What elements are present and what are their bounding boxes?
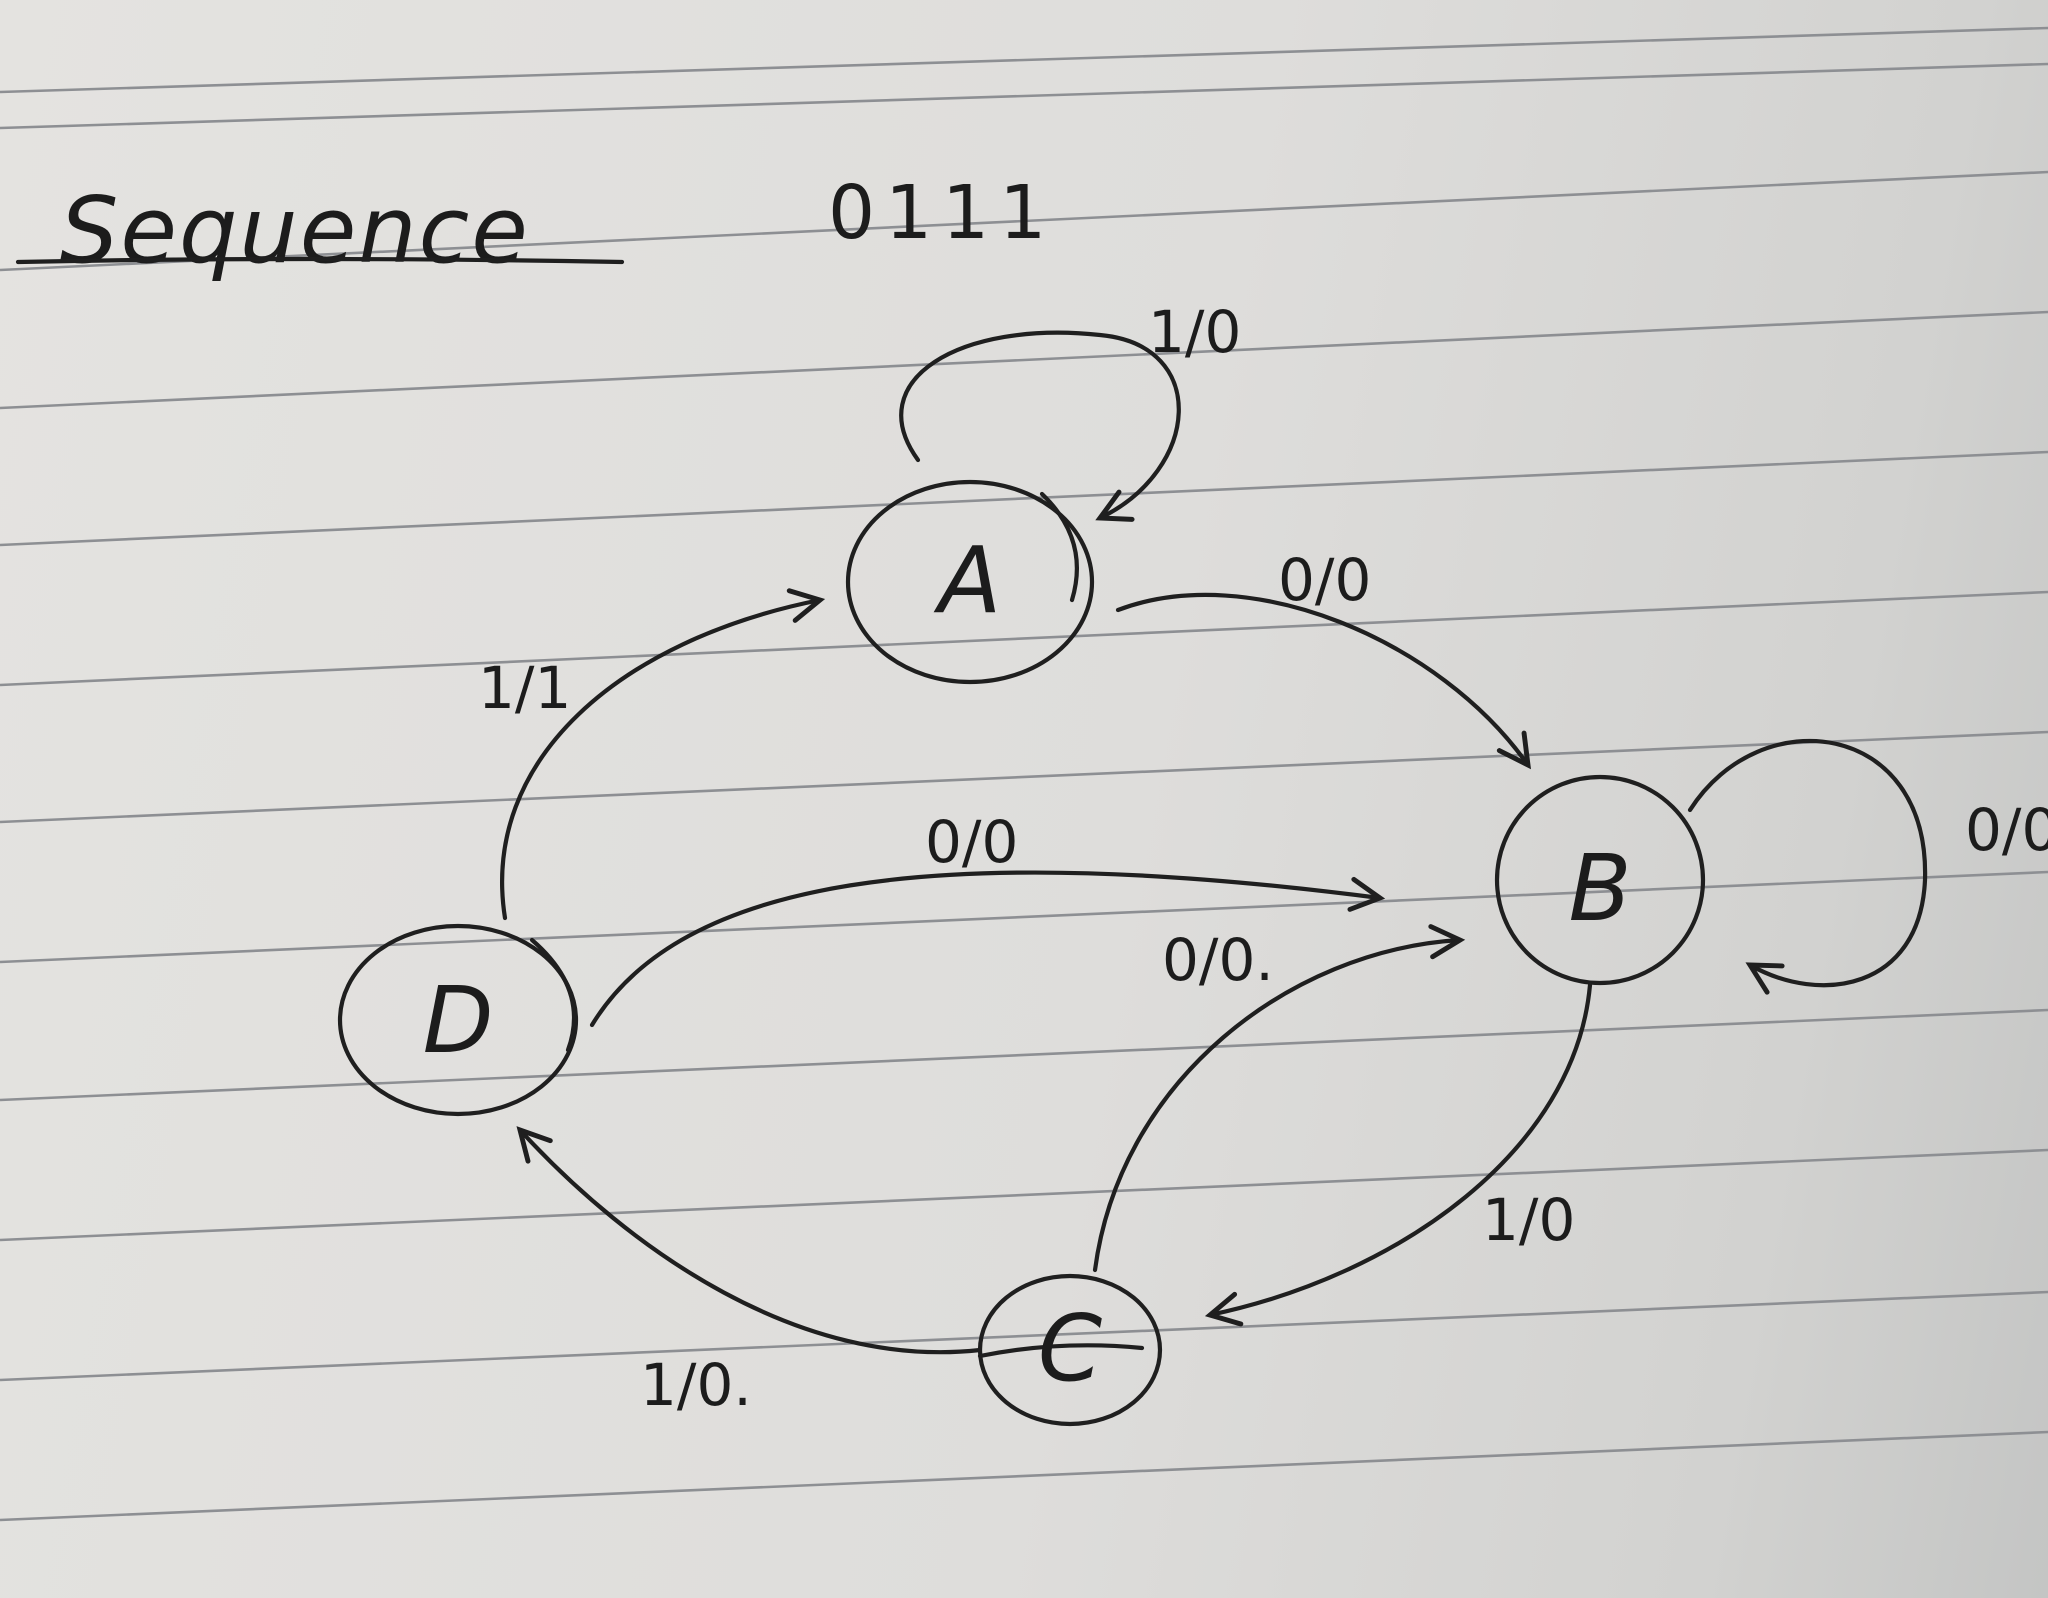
transition-d-b <box>589 870 1386 1028</box>
label-b-c: 1/0 <box>1482 1186 1575 1254</box>
label-c-d: 1/0. <box>640 1351 752 1419</box>
transition-c-b <box>1092 924 1466 1273</box>
label-b-b: 0/0 <box>1965 796 2048 864</box>
sequence-value: 0111 <box>828 170 1056 256</box>
transition-a-b <box>1115 592 1532 770</box>
state-b-label: B <box>1568 835 1631 942</box>
state-c: C <box>977 1273 1163 1427</box>
transition-d-a <box>500 588 826 921</box>
title-underline <box>15 256 625 265</box>
label-d-a: 1/1 <box>478 654 571 722</box>
label-a-b: 0/0 <box>1278 546 1371 614</box>
transition-a-a <box>899 330 1181 522</box>
state-a-label: A <box>934 527 1002 634</box>
state-b: B <box>1494 774 1706 986</box>
state-d: D <box>337 923 579 1117</box>
transition-b-b <box>1687 738 1928 995</box>
state-d-label: D <box>423 967 494 1074</box>
state-a: A <box>845 479 1095 685</box>
label-a-a: 1/0 <box>1148 298 1241 366</box>
transition-b-c <box>1204 982 1593 1327</box>
ruled-lines <box>0 26 2048 1522</box>
state-c-label: C <box>1038 1295 1102 1402</box>
label-d-b: 0/0 <box>925 808 1018 876</box>
label-c-b: 0/0. <box>1162 926 1274 994</box>
transition-c-d <box>516 1126 983 1355</box>
title: Sequence <box>60 177 530 284</box>
